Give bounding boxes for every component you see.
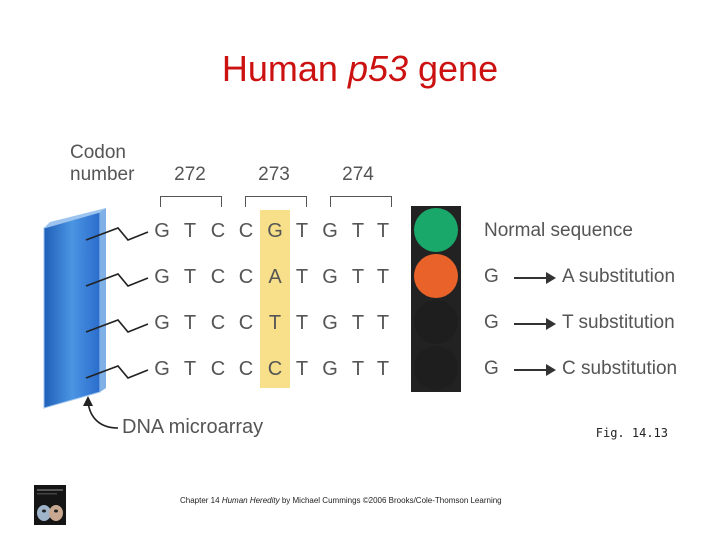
base: T [351,358,365,380]
base: T [351,266,365,288]
base: G [322,312,338,334]
base: T [376,358,390,380]
arrow-icon [514,272,556,284]
base: T [183,358,197,380]
base: G [154,358,170,380]
arrow-icon [514,318,556,330]
spot-t-substitution [414,300,458,344]
footer-book-title: Human Heredity [221,496,280,505]
microarray-pointer-head [83,396,93,406]
codon-label-line1: Codon [70,142,126,163]
base: T [376,220,390,242]
base: T [183,220,197,242]
codon-number-label: Codon number [70,142,134,186]
base: C [210,358,226,380]
base: T [295,266,309,288]
label-normal-sequence: Normal sequence [484,220,633,241]
title-suffix: gene [408,48,499,89]
microarray-slide-edge [44,208,106,228]
spot-a-substitution [414,254,458,298]
base: G [322,266,338,288]
title-prefix: Human [221,48,348,89]
base: C [238,312,254,334]
footer-citation: Chapter 14 Human Heredity by Michael Cum… [180,496,502,505]
base: T [295,358,309,380]
footer-suffix: by Michael Cummings ©2006 Brooks/Cole-Th… [279,496,502,505]
codon-273: 273 [258,164,290,185]
codon-bracket-272 [160,196,222,207]
label-t-substitution: T substitution [562,312,675,333]
codon-272: 272 [174,164,206,185]
mutation-highlight [260,210,290,388]
base: T [376,312,390,334]
base: G [322,358,338,380]
probe-connector [85,319,149,333]
base: C [238,358,254,380]
probe-connector [85,227,149,241]
base-mutation-site: A [268,266,282,288]
footer-prefix: Chapter 14 [180,496,222,505]
base: C [238,220,254,242]
spot-c-substitution [414,346,458,390]
codon-274: 274 [342,164,374,185]
base: G [322,220,338,242]
figure-label: Fig. 14.13 [595,426,668,440]
base: T [295,312,309,334]
book-cover-image [34,485,66,525]
base: C [210,220,226,242]
page-title: Human p53 gene [0,48,720,90]
base: T [183,266,197,288]
probe-connector [85,365,149,379]
label-from-base: G [484,266,499,287]
base-mutation-site: T [268,312,282,334]
codon-bracket-274 [330,196,392,207]
base: T [376,266,390,288]
codon-label-line2: number [70,164,135,185]
label-c-substitution: C substitution [562,358,678,379]
base: C [238,266,254,288]
arrow-icon [514,364,556,376]
microarray-label: DNA microarray [122,416,264,438]
microarray-slide [43,211,101,409]
base-mutation-site: G [267,220,283,242]
spot-normal [414,208,458,252]
label-a-substitution: A substitution [562,266,676,287]
base-mutation-site: C [267,358,283,380]
base: C [210,312,226,334]
label-from-base: G [484,312,499,333]
codon-bracket-273 [245,196,307,207]
microarray-slide-side [100,208,106,392]
base: G [154,312,170,334]
probe-connector [85,273,149,287]
base: G [154,220,170,242]
label-from-base: G [484,358,499,379]
base: T [183,312,197,334]
base: C [210,266,226,288]
base: T [351,220,365,242]
base: T [295,220,309,242]
base: T [351,312,365,334]
base: G [154,266,170,288]
title-gene: p53 [347,48,409,89]
